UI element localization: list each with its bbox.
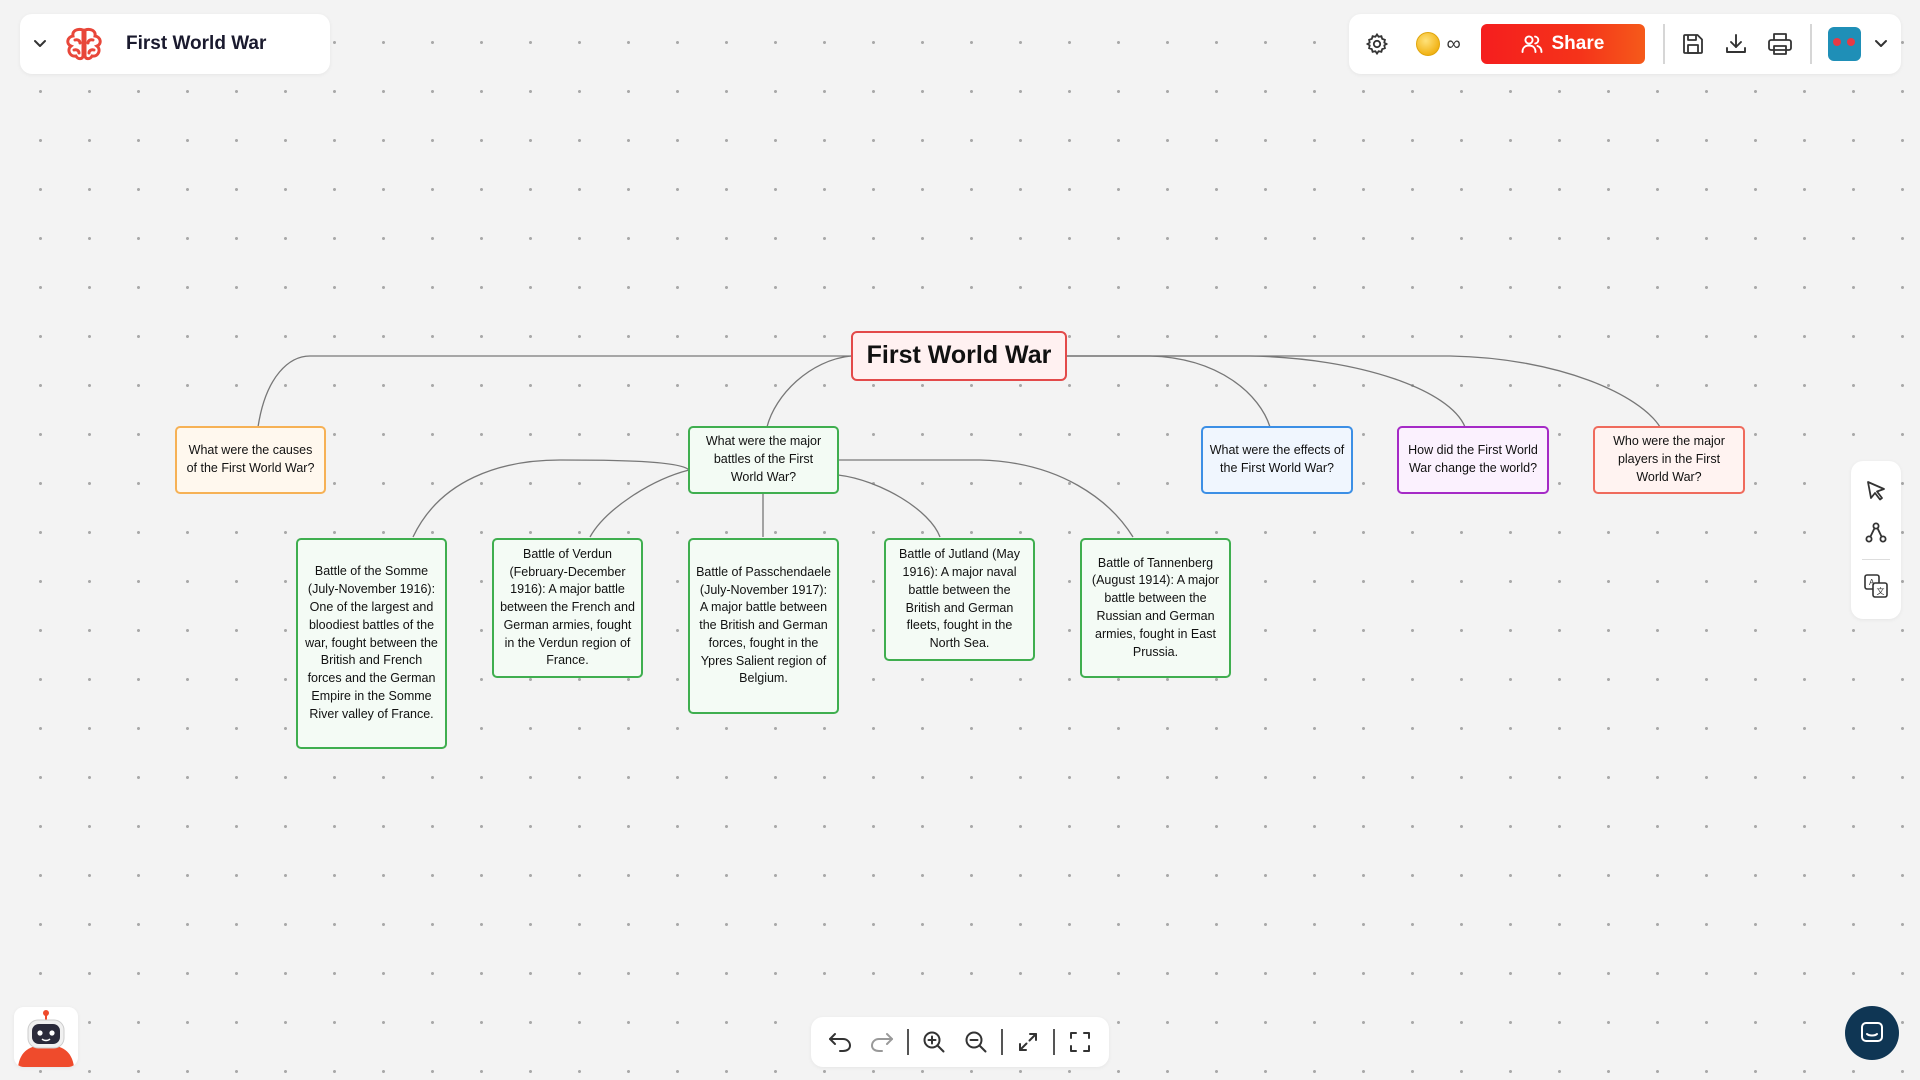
download-icon[interactable] [1715, 14, 1759, 74]
battle-node-verdun[interactable]: Battle of Verdun (February-December 1916… [492, 538, 643, 678]
svg-text:文: 文 [1877, 586, 1885, 596]
connector-line [412, 459, 690, 538]
undo-icon[interactable] [823, 1025, 857, 1059]
cursor-icon[interactable] [1860, 475, 1892, 507]
connector-line [838, 459, 1134, 538]
credit-balance[interactable]: ∞ [1416, 32, 1461, 56]
divider [1809, 24, 1812, 64]
divider [907, 1029, 909, 1055]
svg-text:A: A [1869, 578, 1875, 587]
battle-node-somme[interactable]: Battle of the Somme (July-November 1916)… [296, 538, 447, 749]
question-node-players[interactable]: Who were the major players in the First … [1593, 426, 1745, 494]
divider [1001, 1029, 1003, 1055]
users-icon [1522, 35, 1543, 53]
chevron-down-icon[interactable] [20, 14, 60, 74]
chevron-down-icon[interactable] [1861, 14, 1901, 74]
bottom-toolbar [811, 1017, 1109, 1067]
connector-line [1067, 355, 1466, 428]
top-right-toolbar: ∞ Share [1349, 14, 1901, 74]
question-node-battles[interactable]: What were the major battles of the First… [688, 426, 839, 494]
document-title-panel: First World War [20, 14, 330, 74]
fit-screen-icon[interactable] [1011, 1025, 1045, 1059]
fullscreen-icon[interactable] [1063, 1025, 1097, 1059]
gear-icon[interactable] [1349, 14, 1404, 74]
printer-icon[interactable] [1758, 14, 1802, 74]
divider [1663, 24, 1666, 64]
mindmap-root[interactable]: First World War [851, 331, 1067, 381]
question-node-change[interactable]: How did the First World War change the w… [1397, 426, 1549, 494]
connector-line [766, 355, 852, 428]
connector-line [257, 355, 851, 428]
share-button[interactable]: Share [1480, 24, 1646, 64]
battle-node-tannenberg[interactable]: Battle of Tannenberg (August 1914): A ma… [1080, 538, 1231, 678]
battle-node-jutland[interactable]: Battle of Jutland (May 1916): A major na… [884, 538, 1035, 661]
coin-icon [1416, 32, 1441, 56]
divider [1862, 559, 1890, 560]
battle-node-passchendaele[interactable]: Battle of Passchendaele (July-November 1… [688, 538, 839, 714]
connector-line [589, 469, 690, 538]
document-title[interactable]: First World War [126, 33, 267, 54]
credit-amount: ∞ [1446, 32, 1461, 55]
question-node-causes[interactable]: What were the causes of the First World … [175, 426, 326, 494]
robot-assistant-icon[interactable] [14, 1007, 78, 1067]
avatar[interactable] [1827, 27, 1862, 61]
connector-icon[interactable] [1860, 517, 1892, 549]
share-label: Share [1551, 33, 1605, 54]
chat-icon[interactable] [1845, 1006, 1899, 1060]
zoom-out-icon[interactable] [959, 1025, 993, 1059]
question-node-effects[interactable]: What were the effects of the First World… [1201, 426, 1353, 494]
save-icon[interactable] [1671, 14, 1715, 74]
redo-icon[interactable] [865, 1025, 899, 1059]
divider [1053, 1029, 1055, 1055]
zoom-in-icon[interactable] [917, 1025, 951, 1059]
brain-logo-icon[interactable] [60, 14, 108, 74]
connector-line [1067, 355, 1271, 428]
connector-line [1067, 355, 1661, 428]
connector-line [837, 474, 941, 538]
